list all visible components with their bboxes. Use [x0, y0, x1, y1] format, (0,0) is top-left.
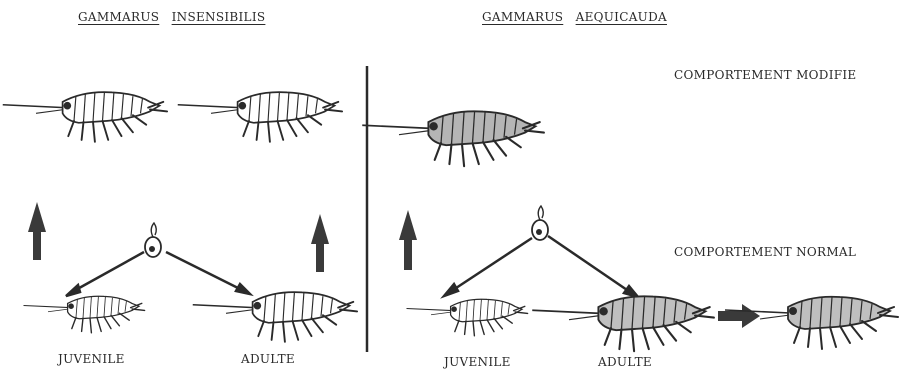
parasite-larva-icon: [532, 206, 548, 240]
right-juvenile-label: JUVENILE: [444, 355, 511, 369]
amphipod-icon: [178, 92, 342, 142]
up-arrow-icon: [28, 202, 46, 260]
infection-arrow: [444, 236, 638, 297]
up-arrow-icon: [311, 214, 329, 272]
up-arrow-icon: [399, 210, 417, 270]
right-panel-title: GAMMARUS AEQUICAUDA: [482, 10, 667, 24]
amphipod-icon: [193, 292, 357, 342]
parasite-larva-icon: [145, 223, 161, 257]
amphipod-icon: [532, 296, 714, 351]
right-arrow-icon: [718, 304, 760, 328]
left-juvenile-label: JUVENILE: [58, 352, 125, 366]
amphipod-icon: [725, 297, 898, 349]
right-title-species: AEQUICAUDA: [576, 10, 667, 24]
amphipod-icon: [3, 92, 167, 142]
amphipod-icon: [24, 296, 145, 333]
left-adult-label: ADULTE: [241, 352, 295, 366]
left-title-genus: GAMMARUS: [78, 10, 159, 24]
left-title-species: INSENSIBILIS: [172, 10, 266, 24]
right-title-genus: GAMMARUS: [482, 10, 563, 24]
right-adult-label: ADULTE: [598, 355, 652, 369]
amphipod-icon: [407, 299, 528, 336]
normal-behavior-label: COMPORTEMENT NORMAL: [674, 245, 856, 259]
infection-arrow: [66, 252, 250, 296]
left-panel-title: GAMMARUS INSENSIBILIS: [78, 10, 265, 24]
amphipod-icon: [362, 111, 544, 166]
modified-behavior-label: COMPORTEMENT MODIFIE: [674, 68, 856, 82]
